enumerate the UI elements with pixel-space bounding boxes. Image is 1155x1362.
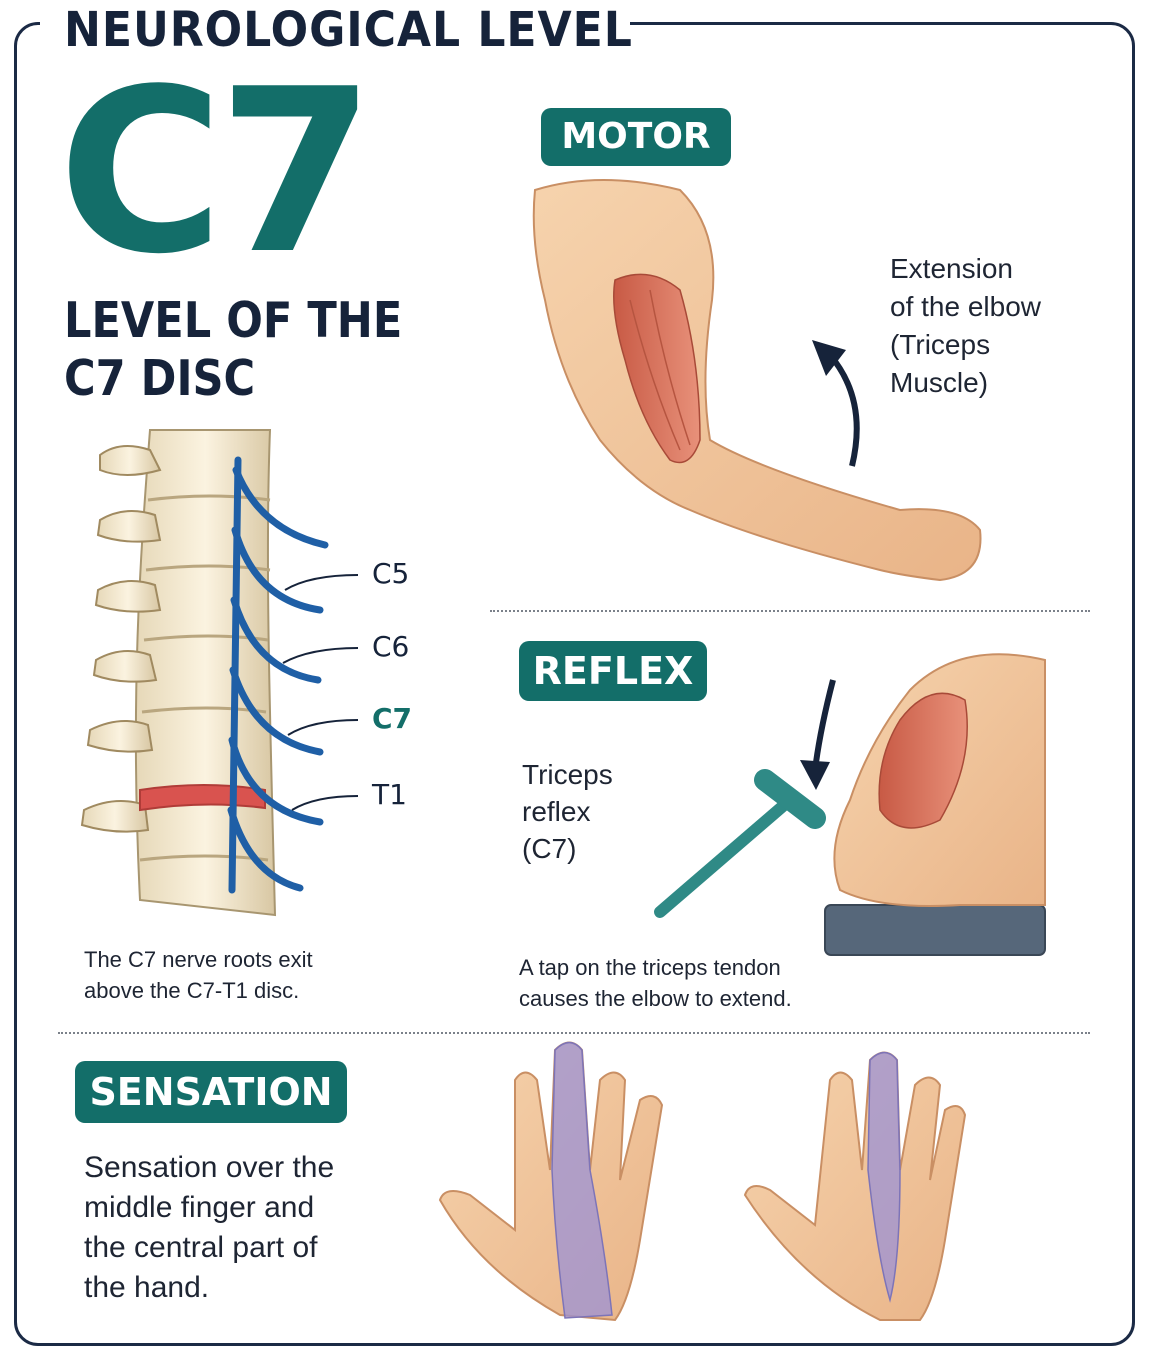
sensation-desc-line-1: Sensation over the — [84, 1151, 335, 1184]
separator-sensation — [58, 1032, 1090, 1034]
reflex-desc-line-1: Triceps — [522, 759, 613, 790]
page-title: NEUROLOGICAL LEVEL — [64, 2, 633, 58]
sensation-description: Sensation over the middle finger and the… — [84, 1148, 334, 1308]
motor-desc-line-2: of the elbow — [890, 291, 1041, 322]
motor-desc-line-4: Muscle) — [890, 367, 989, 398]
spine-label-c5: C5 — [372, 557, 410, 590]
reflex-badge: REFLEX — [519, 641, 707, 701]
sensation-desc-line-3: the central part of — [84, 1231, 318, 1264]
spine-caption-line-1: The C7 nerve roots exit — [84, 947, 313, 972]
spine-label-c6: C6 — [372, 630, 410, 663]
reflex-caption-line-1: A tap on the triceps tendon — [519, 955, 781, 980]
reflex-arm-illustration — [824, 653, 1046, 956]
sensation-badge: SENSATION — [75, 1061, 347, 1123]
spine-label-c7: C7 — [372, 702, 413, 735]
motor-desc-line-1: Extension — [890, 253, 1013, 284]
level-subtitle: LEVEL OF THE C7 DISC — [64, 292, 402, 408]
back-hand-illustration — [743, 1051, 967, 1321]
spine-caption-line-2: above the C7-T1 disc. — [84, 978, 300, 1003]
sensation-desc-line-2: middle finger and — [84, 1191, 315, 1224]
spine-illustration — [80, 429, 329, 917]
reflex-caption-line-2: causes the elbow to extend. — [519, 986, 792, 1011]
spine-caption: The C7 nerve roots exit above the C7-T1 … — [84, 944, 313, 1006]
separator-motor-reflex — [490, 610, 1090, 612]
title-background — [40, 8, 630, 48]
spine-label-t1: T1 — [372, 778, 407, 811]
reflex-caption: A tap on the triceps tendon causes the e… — [519, 952, 792, 1014]
sensation-desc-line-4: the hand. — [84, 1271, 210, 1304]
subtitle-line-2: C7 DISC — [64, 350, 256, 407]
subtitle-line-1: LEVEL OF THE — [64, 292, 403, 349]
motor-arm-illustration — [532, 179, 982, 582]
palm-hand-illustration — [438, 1041, 664, 1322]
motor-arrow — [812, 340, 860, 467]
reflex-desc-line-2: reflex — [522, 796, 591, 827]
reflex-hammer — [654, 769, 826, 918]
motor-desc-line-3: (Triceps — [890, 329, 991, 360]
motor-badge: MOTOR — [541, 108, 731, 166]
level-heading: C7 — [58, 41, 375, 304]
reflex-desc-line-3: (C7) — [522, 833, 577, 864]
reflex-arrow — [800, 679, 836, 790]
motor-description: Extension of the elbow (Triceps Muscle) — [890, 250, 1041, 402]
reflex-description: Triceps reflex (C7) — [522, 756, 613, 867]
spine-leader-lines — [282, 574, 359, 811]
